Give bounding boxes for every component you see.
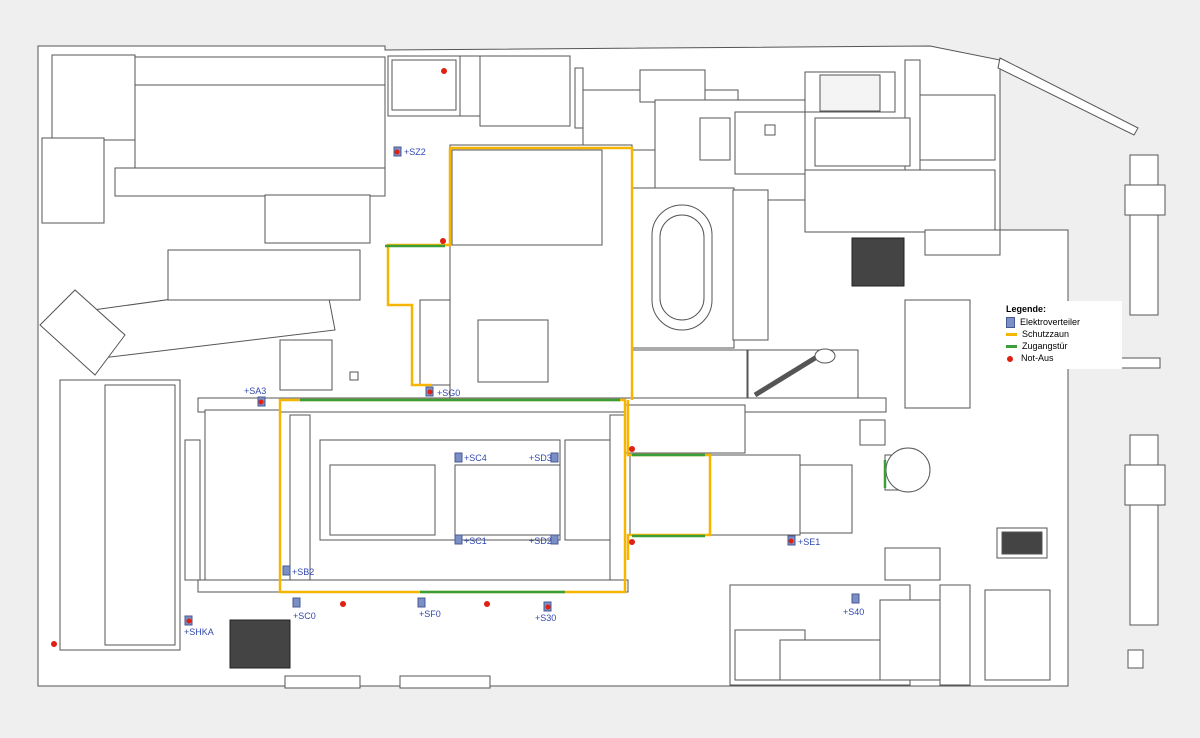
legend-item-elektroverteiler: Elektroverteiler: [1006, 317, 1080, 329]
legend-item-zugangstuer: Zugangstür: [1006, 341, 1068, 352]
label-sb2: +SB2: [292, 567, 315, 577]
legend-item-schutzzaun: Schutzzaun: [1006, 329, 1069, 340]
legend: Legende: Elektroverteiler Schutzzaun Zug…: [1002, 301, 1122, 369]
door-line-icon: [1006, 345, 1017, 349]
emergency-stop-icon: [1007, 355, 1013, 362]
legend-title: Legende:: [1006, 304, 1047, 314]
electrical-box-icon: [1006, 317, 1015, 329]
emergency-stops: [51, 68, 794, 647]
label-sc4: +SC4: [464, 453, 487, 463]
label-sg0: +SG0: [437, 388, 461, 398]
label-sc0: +SC0: [293, 611, 316, 621]
access-doors: [300, 244, 887, 594]
label-sf0: +SF0: [419, 609, 441, 619]
label-shka: +SHKA: [184, 627, 214, 637]
legend-item-not-aus: Not-Aus: [1006, 353, 1054, 364]
stairs-top: [264, 194, 371, 244]
label-s40: +S40: [843, 607, 865, 617]
grille-bottom: [229, 619, 291, 669]
fence-line-icon: [1006, 333, 1017, 337]
label-sd2: +SD2: [529, 536, 552, 546]
label-sc1: +SC1: [464, 536, 487, 546]
grille: [851, 237, 905, 287]
label-se1: +SE1: [798, 537, 821, 547]
top-left-block: [51, 54, 136, 141]
label-s30: +S30: [535, 613, 557, 623]
label-sz2: +SZ2: [404, 147, 426, 157]
label-sd3: +SD3: [529, 453, 552, 463]
label-sa3: +SA3: [244, 386, 267, 396]
